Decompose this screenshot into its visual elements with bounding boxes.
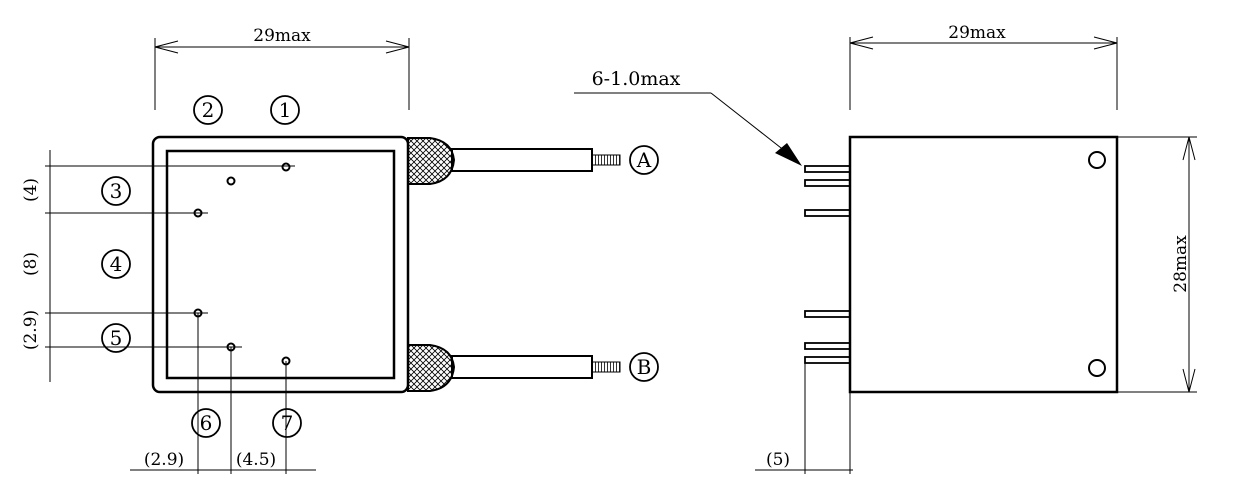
front-width-label: 29max <box>253 26 311 46</box>
bottom-dim-4-5: (4.5) <box>236 450 276 470</box>
pin-length-dimension: (5) <box>755 363 853 474</box>
front-width-dimension: 29max <box>154 26 410 110</box>
svg-text:1: 1 <box>279 98 292 122</box>
pin-holes <box>193 162 291 366</box>
side-width-dimension: 29max <box>849 23 1118 110</box>
pin-callout-3: 3 <box>101 176 131 206</box>
svg-text:3: 3 <box>110 179 123 203</box>
side-body <box>848 135 1119 394</box>
svg-text:6: 6 <box>200 411 213 435</box>
pin-hole <box>281 162 291 172</box>
pin-callout-label: 6-1.0max <box>592 68 681 90</box>
bottom-dim-2-9: (2.9) <box>144 450 184 470</box>
svg-text:2: 2 <box>202 98 215 122</box>
vertical-dim-4: (4) <box>21 178 41 202</box>
side-height-label: 28max <box>1171 235 1191 293</box>
pin-callout-6: 6 <box>191 408 221 438</box>
pin-callout-7: 7 <box>272 408 302 438</box>
svg-text:4: 4 <box>110 252 123 276</box>
pin-callout-leader: 6-1.0max <box>574 68 802 166</box>
mounting-hole-top <box>1088 151 1106 169</box>
callout-arrowhead <box>775 143 802 166</box>
pin-callout-4: 4 <box>101 249 131 279</box>
lead-b-callout <box>629 352 659 382</box>
horizontal-extension-lines <box>45 150 295 382</box>
lead-a-label: A <box>636 148 652 172</box>
side-view: 29max 6-1.0max 28max <box>574 23 1197 474</box>
lead-a: A <box>407 137 659 185</box>
front-view: 29max 2 1 <box>21 26 659 474</box>
svg-text:5: 5 <box>110 326 123 350</box>
lead-b-label: B <box>637 355 652 379</box>
pin-length-label: (5) <box>766 450 790 470</box>
lead-b: B <box>407 344 659 392</box>
vertical-extension-lines <box>130 313 316 474</box>
pin-hole <box>226 176 236 186</box>
side-pins <box>804 165 851 364</box>
pin-callout-5: 5 <box>101 323 131 353</box>
svg-text:7: 7 <box>281 411 294 435</box>
side-height-dimension: 28max <box>1117 136 1197 393</box>
component-body-outer <box>151 135 410 394</box>
mounting-hole-bottom <box>1088 359 1106 377</box>
pin-callout-2: 2 <box>193 95 223 125</box>
pin-callout-1: 1 <box>270 95 300 125</box>
side-width-label: 29max <box>948 23 1006 43</box>
component-body-inner <box>165 149 396 380</box>
vertical-dim-2-9: (2.9) <box>21 310 41 350</box>
lead-a-callout <box>629 145 659 175</box>
vertical-dim-8: (8) <box>21 252 41 276</box>
